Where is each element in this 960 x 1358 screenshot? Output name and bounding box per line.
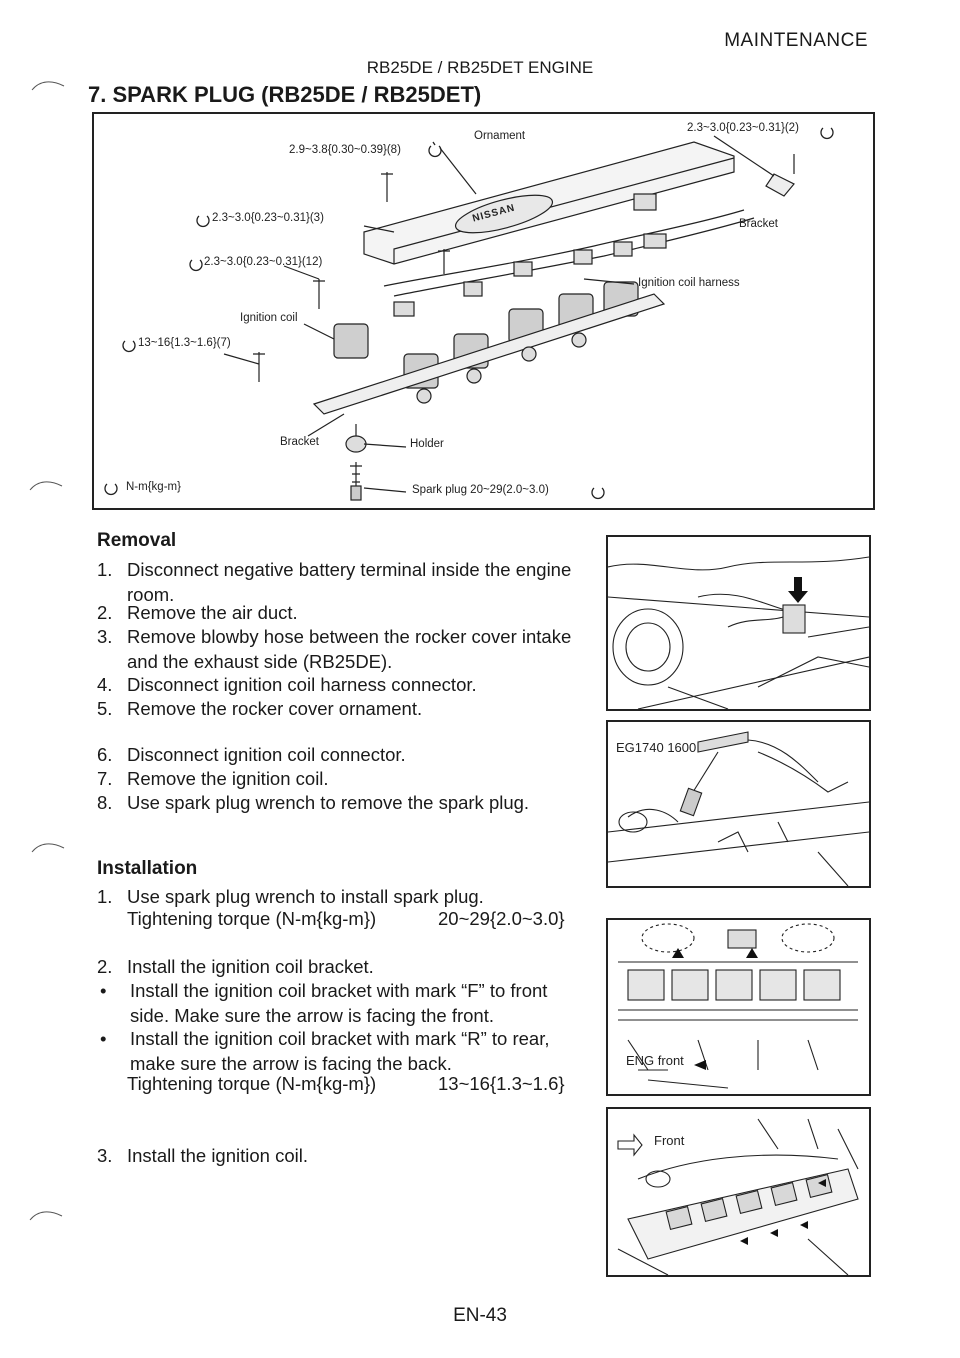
install-step-2: 2. Install the ignition coil bracket. bbox=[97, 956, 374, 977]
removal-heading: Removal bbox=[97, 530, 177, 551]
margin-mark bbox=[29, 481, 63, 491]
label-ornament: Ornament bbox=[474, 130, 526, 142]
engine-bay-illustration bbox=[608, 556, 869, 709]
removal-step-6: 6. Disconnect ignition coil connector. bbox=[97, 744, 406, 765]
photo-4-label: Front bbox=[654, 1133, 685, 1148]
page-title: 7. SPARK PLUG (RB25DE / RB25DET) bbox=[88, 82, 482, 107]
removal-step-3: 3. Remove blowby hose between the rocker… bbox=[97, 626, 572, 672]
label-torque-bracket: 13~16{1.3~1.6}(7) bbox=[138, 337, 231, 349]
photo-ignition-coils: Front bbox=[606, 1107, 871, 1277]
label-torque-top-left: 2.9~3.8{0.30~0.39}(8) bbox=[289, 144, 401, 156]
torque-spec-2-value: 13~16{1.3~1.6} bbox=[438, 1073, 565, 1094]
photo-harness-connector bbox=[606, 535, 871, 711]
install-bullet-front: • Install the ignition coil bracket with… bbox=[100, 980, 548, 1026]
removal-step-8: 8. Use spark plug wrench to remove the s… bbox=[97, 792, 530, 813]
section-label: MAINTENANCE bbox=[724, 30, 868, 51]
torque-spec-2-label: Tightening torque (N-m{kg-m}) bbox=[127, 1073, 377, 1094]
coil-arrows bbox=[740, 1179, 826, 1245]
photo-spark-plug-wrench: EG1740 1600 bbox=[606, 720, 871, 888]
label-bracket-right: Bracket bbox=[739, 218, 778, 230]
label-legend: N-m{kg-m} bbox=[126, 481, 181, 493]
label-bracket-bottom: Bracket bbox=[280, 436, 319, 448]
photo-2-label: EG1740 1600 bbox=[616, 740, 697, 755]
label-torque-top-right: 2.3~3.0{0.23~0.31}(2) bbox=[687, 122, 799, 134]
front-arrow-icon bbox=[617, 1133, 643, 1157]
removal-step-4: 4. Disconnect ignition coil harness conn… bbox=[97, 674, 477, 695]
margin-mark bbox=[31, 843, 65, 853]
arrow-left-icon bbox=[694, 1060, 706, 1070]
label-ignition-coil: Ignition coil bbox=[240, 312, 298, 324]
wrench-illustration bbox=[608, 731, 869, 886]
install-bullet-rear: • Install the ignition coil bracket with… bbox=[100, 1028, 550, 1074]
label-holder: Holder bbox=[410, 438, 444, 450]
install-step-1: 1. Use spark plug wrench to install spar… bbox=[97, 886, 484, 907]
photo-3-label: ENG front bbox=[626, 1053, 684, 1068]
torque-spec-1-value: 20~29{2.0~3.0} bbox=[438, 908, 565, 929]
installation-heading: Installation bbox=[97, 858, 198, 879]
removal-step-5: 5. Remove the rocker cover ornament. bbox=[97, 698, 423, 719]
diagram-illustration bbox=[104, 127, 834, 501]
removal-step-1: 1. Disconnect negative battery terminal … bbox=[97, 559, 572, 605]
bracket-illustration bbox=[618, 923, 858, 1089]
engine-label: RB25DE / RB25DET ENGINE bbox=[366, 58, 594, 77]
page-number: EN-43 bbox=[453, 1305, 507, 1326]
margin-mark bbox=[31, 81, 65, 91]
label-ignition-coil-harness: Ignition coil harness bbox=[638, 277, 740, 289]
coils-illustration bbox=[617, 1118, 859, 1275]
photo-bracket-marks: ENG front bbox=[606, 918, 871, 1096]
label-torque-left-1: 2.3~3.0{0.23~0.31}(3) bbox=[212, 212, 324, 224]
removal-step-2: 2. Remove the air duct. bbox=[97, 602, 298, 623]
exploded-diagram: Ornament 2.9~3.8{0.30~0.39}(8) 2.3~3.0{0… bbox=[92, 112, 875, 510]
arrow-up-icon bbox=[672, 948, 758, 958]
label-spark-plug: Spark plug 20~29(2.0~3.0) bbox=[412, 484, 549, 496]
torque-spec-1-label: Tightening torque (N-m{kg-m}) bbox=[127, 908, 377, 929]
install-step-3: 3. Install the ignition coil. bbox=[97, 1145, 308, 1166]
label-torque-left-2: 2.3~3.0{0.23~0.31}(12) bbox=[204, 256, 323, 268]
margin-mark bbox=[29, 1211, 63, 1221]
removal-step-7: 7. Remove the ignition coil. bbox=[97, 768, 329, 789]
arrow-down-icon bbox=[788, 577, 808, 603]
